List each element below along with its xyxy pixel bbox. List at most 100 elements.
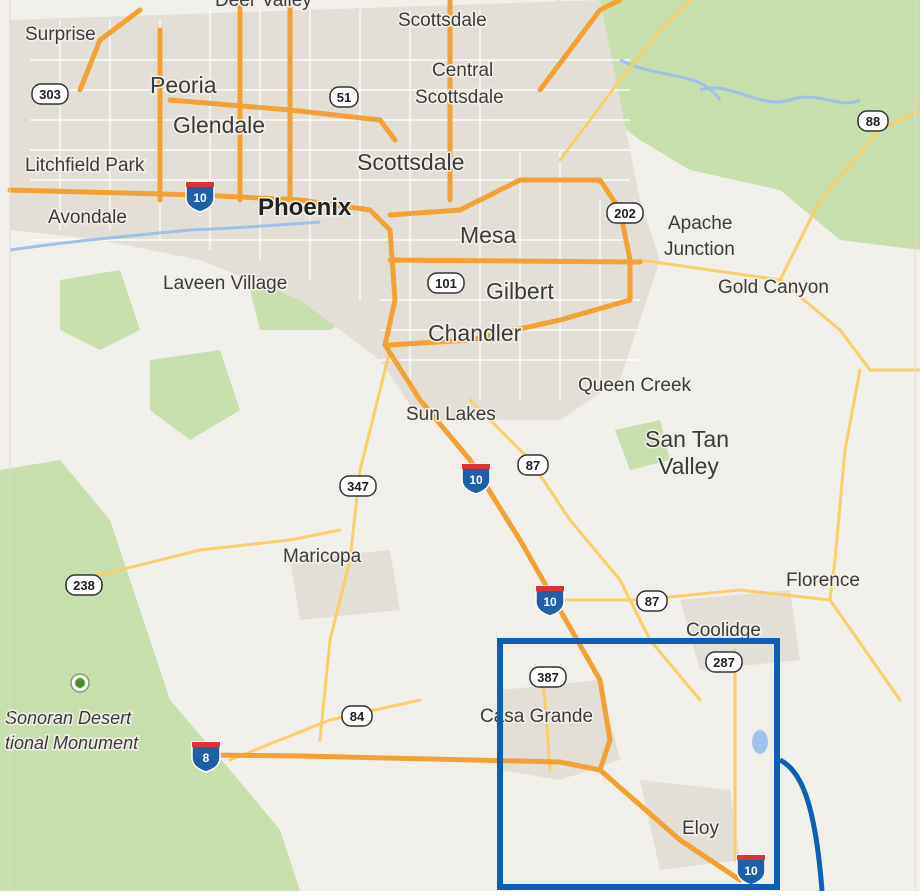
place-sun-lakes: Sun Lakes: [406, 404, 496, 425]
northeast-road: [558, 0, 692, 162]
urban-areas: [10, 0, 800, 870]
i10-west: [7, 187, 393, 233]
shield-sr-202-label: 202: [614, 206, 636, 221]
us-60: [387, 257, 643, 265]
place-florence: Florence: [786, 570, 860, 591]
shield-sr-202: 202: [606, 202, 644, 224]
interstate-i10-south-label: 10: [543, 595, 557, 609]
coolidge-area: [680, 590, 800, 670]
place-glendale: Glendale: [173, 112, 265, 138]
shield-sr-238: 238: [65, 574, 103, 596]
place-gold-canyon: Gold Canyon: [718, 277, 829, 298]
shield-sr-101: 101: [427, 272, 465, 294]
place-litchfield-park: Litchfield Park: [25, 155, 145, 176]
place-apache-junction-line1: Apache: [668, 213, 732, 234]
park-area-estrella: [150, 350, 240, 440]
interstate-i8-label: 8: [203, 751, 210, 765]
shield-sr-287-label: 287: [713, 655, 735, 670]
us-60-east: [638, 258, 920, 372]
loop-101-202: [387, 177, 633, 348]
verde-river: [699, 86, 861, 105]
shield-sr-51: 51: [329, 86, 359, 108]
sr-287-road: [538, 588, 902, 702]
park-area-west: [60, 270, 140, 350]
sr-79-road: [828, 368, 862, 602]
arterial-roads: [78, 0, 920, 862]
sr-347-road: [318, 348, 392, 742]
tree-icon: [75, 678, 85, 688]
shield-sr-51-label: 51: [337, 90, 351, 105]
shield-sr-84: 84: [341, 705, 373, 727]
street-grid: [30, 10, 640, 400]
sr-84-road: [228, 698, 422, 762]
place-scottsdale-top: Scottsdale: [398, 10, 487, 31]
sonoran-monument-area: [0, 460, 300, 891]
shield-sr-303: 303: [31, 83, 69, 105]
eloy-area: [640, 780, 740, 870]
place-phoenix: Phoenix: [258, 194, 352, 221]
place-queen-creek: Queen Creek: [578, 375, 692, 396]
place-central-scottsdale-line2: Scottsdale: [415, 87, 504, 108]
park-area-san-tan: [615, 420, 670, 470]
place-surprise: Surprise: [25, 24, 96, 45]
place-san-tan-valley-line2: Valley: [658, 453, 719, 479]
place-san-tan-valley-line1: San Tan: [645, 426, 729, 452]
lake: [752, 730, 768, 754]
freeways: [7, 0, 743, 883]
shield-sr-87-north-label: 87: [526, 458, 540, 473]
place-laveen-village: Laveen Village: [163, 273, 287, 294]
loop-303-path: [77, 7, 143, 93]
shield-sr-303-label: 303: [39, 87, 61, 102]
sr-88-road: [778, 108, 920, 282]
place-scottsdale: Scottsdale: [357, 149, 464, 175]
place-deer-valley: Deer Valley: [215, 0, 312, 11]
place-coolidge: Coolidge: [686, 620, 761, 641]
interstate-i10-sunlakes-label: 10: [469, 473, 483, 487]
place-avondale: Avondale: [48, 207, 127, 228]
tonto-park-area: [600, 0, 920, 250]
interstate-shield-i10-eloy: 10: [736, 854, 766, 886]
place-sonoran-desert-line1: Sonoran Desert: [5, 708, 132, 728]
shield-sr-87-south: 87: [636, 590, 668, 612]
place-apache-junction-line2: Junction: [664, 239, 735, 260]
shield-sr-101-label: 101: [435, 276, 457, 291]
place-eloy: Eloy: [682, 818, 719, 839]
highlight-box: [497, 638, 780, 890]
place-casa-grande: Casa Grande: [480, 706, 593, 727]
interstate-shield-i10-sunlakes: 10: [461, 463, 491, 495]
salt-river: [9, 220, 321, 252]
interstate-i10-phoenix-label: 10: [193, 191, 207, 205]
place-mesa: Mesa: [460, 222, 516, 248]
shield-sr-87-south-label: 87: [645, 594, 659, 609]
place-labels: Deer Valley Scottsdale Surprise Peoria C…: [4, 0, 862, 841]
interstate-shield-i8: 8: [191, 741, 221, 773]
interstate-shield-i10-phoenix: 10: [185, 181, 215, 213]
interstate-i10-eloy-label: 10: [744, 864, 758, 878]
phoenix-metro-area: [10, 0, 660, 420]
place-gilbert: Gilbert: [486, 278, 554, 304]
shield-sr-387-label: 387: [537, 670, 559, 685]
park-marker[interactable]: [70, 673, 90, 693]
east-loop-path: [537, 0, 623, 93]
place-central-scottsdale-line1: Central: [432, 60, 493, 81]
route-shields: 303 51 88 202 101 87 347 238: [31, 83, 889, 727]
shield-sr-347-label: 347: [347, 479, 369, 494]
place-chandler: Chandler: [428, 320, 522, 346]
casa-grande-area: [500, 680, 620, 780]
callout-curve: [778, 757, 825, 892]
loop-101-north: [167, 97, 398, 143]
shield-sr-238-label: 238: [73, 578, 95, 593]
shield-sr-347: 347: [339, 475, 377, 497]
interstate-shield-i10-south: 10: [535, 585, 565, 617]
shield-sr-88: 88: [857, 110, 889, 132]
shield-sr-387: 387: [529, 666, 567, 688]
place-peoria: Peoria: [150, 72, 217, 98]
shield-sr-87-north: 87: [517, 454, 549, 476]
place-maricopa: Maricopa: [283, 546, 362, 567]
i8-path: [197, 752, 603, 773]
place-sonoran-desert-line2: tional Monument: [5, 733, 139, 753]
i10-south-path: [382, 227, 743, 883]
sr-238-road: [78, 528, 342, 582]
